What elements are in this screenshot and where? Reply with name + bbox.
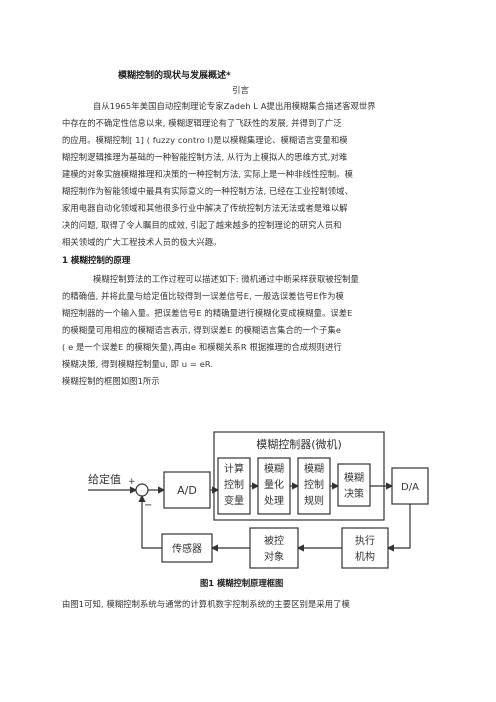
intro-line: 自从1965年美国自动控制理论专家Zadeh L A提出用模糊集合描述客观世界 bbox=[93, 101, 376, 111]
rule-base-block bbox=[297, 457, 331, 515]
section1-line: 糊控制器的一个输入量。把误差信号E 的精确量进行模糊化变成模糊量。误差E bbox=[62, 308, 353, 318]
section-heading: 1 模糊控制的原理 bbox=[62, 256, 131, 266]
body-line: 由图1可知, 模糊控制系统与通常的计算机数字控制系统的主要区别是采用了模 bbox=[62, 599, 350, 609]
section1-line: 的模糊量可用相应的模糊语言表示, 得到误差E 的模糊语言集合的一个子集e bbox=[62, 325, 342, 335]
section1-line: 模糊控制算法的工作过程可以描述如下: 微机通过中断采样获取被控制量 bbox=[93, 274, 359, 284]
decision-block bbox=[337, 463, 371, 507]
svg-text:计算: 计算 bbox=[224, 462, 244, 475]
svg-text:控制: 控制 bbox=[304, 478, 324, 491]
intro-line: 中存在的不确定性信息以来, 模糊逻辑理论有了飞跃性的发展, 并得到了广泛 bbox=[62, 118, 342, 128]
intro-line: 家用电器自动化领域和其他很多行业中解决了传统控制方法无法或者是难以解 bbox=[62, 203, 348, 213]
svg-text:对象: 对象 bbox=[264, 550, 284, 563]
minus-sign: − bbox=[144, 500, 152, 511]
document-title: 模糊控制的现状与发展概述* bbox=[118, 71, 231, 81]
setpoint-label: 给定值 bbox=[88, 472, 121, 486]
section1-line: 的精确值, 并将此量与给定值比较得到一误差信号E, 一般选误差信号E作为模 bbox=[62, 291, 344, 301]
intro-line: 相关领域的广大工程技术人员的极大兴趣。 bbox=[62, 237, 222, 247]
svg-text:控制: 控制 bbox=[224, 478, 244, 491]
plus-sign: + bbox=[128, 477, 136, 487]
sensor-label: 传感器 bbox=[172, 542, 202, 555]
section1-line: 模糊控制的框图如图1所示 bbox=[62, 376, 160, 386]
plant-block bbox=[249, 527, 299, 569]
calc-variable-block bbox=[217, 457, 251, 515]
section1-line: 模糊决策, 得到模糊控制量u, 即 u = eR. bbox=[62, 359, 214, 369]
svg-text:执行: 执行 bbox=[355, 534, 375, 547]
fuzzification-block bbox=[257, 457, 291, 515]
ad-label: A/D bbox=[177, 484, 197, 497]
fuzzy-control-block-diagram: 给定值 + − A/D 模糊控制器(微机) 计算 控制 变量 模糊 量化 处理 … bbox=[88, 431, 429, 569]
intro-line: 决的问题, 取得了令人瞩目的成效, 引起了越来越多的控制理论的研究人员和 bbox=[62, 220, 342, 230]
svg-text:量化: 量化 bbox=[264, 478, 284, 491]
intro-line: 建模的对象实施模糊推理和决策的一种控制方法, 实际上是一种非线性控制。模 bbox=[62, 169, 353, 179]
section1-line: ( e 是一个误差E 的模糊矢量),再由e 和模糊关系R 根据推理的合成规则进行 bbox=[62, 342, 342, 352]
intro-heading: 引言 bbox=[232, 86, 250, 96]
svg-text:模糊: 模糊 bbox=[344, 471, 364, 484]
intro-line: 糊控制作为智能领域中最具有实际意义的一种控制方法, 已经在工业控制领域、 bbox=[62, 186, 353, 196]
summing-junction bbox=[135, 483, 149, 497]
svg-text:规则: 规则 bbox=[304, 494, 324, 507]
svg-text:模糊: 模糊 bbox=[304, 462, 324, 475]
controller-title: 模糊控制器(微机) bbox=[256, 437, 342, 451]
figure-caption: 图1 模糊控制原理框图 bbox=[200, 578, 284, 588]
svg-text:机构: 机构 bbox=[355, 550, 375, 563]
svg-text:被控: 被控 bbox=[264, 534, 284, 547]
svg-text:处理: 处理 bbox=[264, 495, 284, 507]
intro-line: 的应用。模糊控制[ 1] ( fuzzy contro l)是以模糊集理论、模糊… bbox=[62, 135, 348, 145]
da-label: D/A bbox=[401, 482, 419, 493]
intro-line: 糊控制逻辑推理为基础的一种智能控制方法, 从行为上模拟人的思维方式,对难 bbox=[62, 152, 348, 162]
svg-text:决策: 决策 bbox=[344, 487, 364, 500]
fuzzy-controller-box bbox=[213, 431, 385, 521]
svg-text:变量: 变量 bbox=[224, 494, 244, 507]
svg-text:模糊: 模糊 bbox=[264, 462, 284, 475]
sensor-block bbox=[161, 533, 213, 563]
